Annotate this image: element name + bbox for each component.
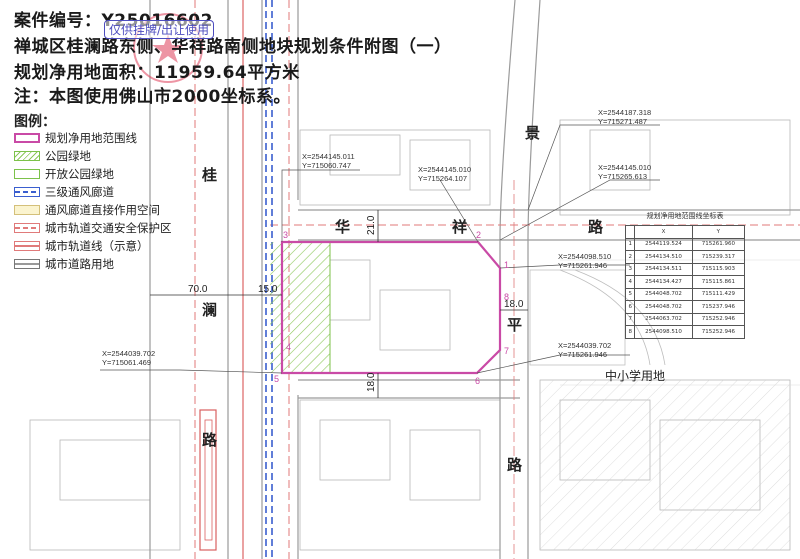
coordinate-leaders xyxy=(100,124,660,374)
coord-3-x: X=2544187.318 xyxy=(598,108,651,117)
coord-7-y: Y=715061.469 xyxy=(102,358,151,367)
vent-corridor-swatch-icon xyxy=(14,187,40,197)
vertex-3: 3 xyxy=(283,230,288,240)
dim-70: 70.0 xyxy=(188,284,208,295)
coord-6-x: X=2544039.702 xyxy=(558,341,611,350)
coord-2-x: X=2544145.010 xyxy=(418,165,471,174)
open-park-swatch-icon xyxy=(14,169,40,179)
road-name-huaxiang-3: 路 xyxy=(588,218,604,236)
coordinate-note: 注：本图使用佛山市2000坐标系。 xyxy=(14,87,291,107)
dimension-lines xyxy=(150,210,528,398)
dim-21: 21.0 xyxy=(366,215,377,235)
coord-table-title: 规划净用地范围线坐标表 xyxy=(646,212,724,220)
road-swatch-icon xyxy=(14,259,40,269)
boundary-swatch-icon xyxy=(14,133,40,143)
coord-7-x: X=2544039.702 xyxy=(102,349,155,358)
coord-5-x: X=2544098.510 xyxy=(558,252,611,261)
road-name-jingping-1: 景 xyxy=(525,124,540,142)
coord-5-y: Y=715261.946 xyxy=(558,261,607,270)
vent-space-swatch-icon xyxy=(14,205,40,215)
coord-1-y: Y=715060.747 xyxy=(302,161,351,170)
park-green-edge xyxy=(270,242,282,373)
road-name-huaxiang-1: 华 xyxy=(335,218,350,236)
rail-station-box xyxy=(199,409,217,551)
coord-2-y: Y=715264.107 xyxy=(418,174,467,183)
vertex-8: 8 xyxy=(504,292,509,302)
road-name-guilan-1: 桂 xyxy=(201,166,217,184)
coord-6-y: Y=715261.946 xyxy=(558,350,607,359)
road-name-guilan-2: 澜 xyxy=(202,301,217,319)
official-seal xyxy=(133,13,203,83)
vertex-4: 4 xyxy=(286,342,291,352)
coord-1-x: X=2544145.011 xyxy=(302,152,355,161)
coord-4-x: X=2544145.010 xyxy=(598,163,651,172)
road-name-guilan-3: 路 xyxy=(202,431,218,449)
school-hatch xyxy=(540,380,790,550)
road-name-jingping-2: 平 xyxy=(507,317,522,334)
vertex-7: 7 xyxy=(504,346,509,356)
rail-line-swatch-icon xyxy=(14,241,40,251)
plan-title: 禅城区桂澜路东侧、华祥路南侧地块规划条件附图（一） xyxy=(14,37,452,57)
park-green-strip xyxy=(281,241,331,374)
coord-3-y: Y=715271.487 xyxy=(598,117,647,126)
vertex-2: 2 xyxy=(476,230,481,240)
net-land-area: 规划净用地面积：11959.64平方米 xyxy=(14,63,300,83)
dim-18-east: 18.0 xyxy=(504,299,524,310)
legend-title: 图例： xyxy=(14,114,56,130)
coord-table-header: X Y xyxy=(624,225,746,239)
road-edges xyxy=(149,0,800,559)
road-name-huaxiang-2: 祥 xyxy=(452,218,467,236)
land-use-school: 中小学用地 xyxy=(605,368,665,383)
vertex-6: 6 xyxy=(475,376,480,386)
listing-use-stamp: 仅供挂牌/出让使用 xyxy=(104,20,215,39)
coord-4-y: Y=715265.613 xyxy=(598,172,647,181)
rail-zone-swatch-icon xyxy=(14,223,40,233)
vertex-1: 1 xyxy=(504,260,509,270)
road-name-jingping-3: 路 xyxy=(507,456,523,474)
dim-18-south: 18.0 xyxy=(366,372,377,392)
vertex-5: 5 xyxy=(274,374,279,384)
park-swatch-icon xyxy=(14,151,40,161)
dim-15: 15.0 xyxy=(258,284,278,295)
